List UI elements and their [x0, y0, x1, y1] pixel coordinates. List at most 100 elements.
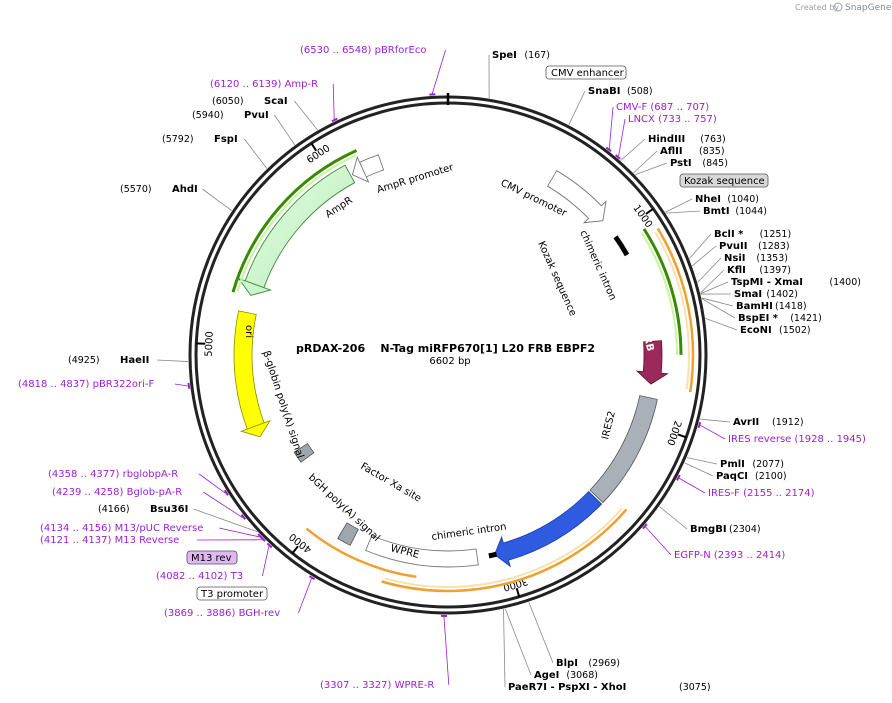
orf-line-orange-right	[656, 227, 695, 393]
ori-arrow	[233, 310, 271, 438]
tick-label: 2000	[664, 419, 683, 447]
enzyme-leader	[202, 188, 232, 211]
primer-leader	[645, 526, 672, 556]
enzyme-name: FspI	[214, 134, 238, 145]
enzyme-leader	[274, 114, 296, 146]
enzyme-name: SmaI	[734, 289, 762, 300]
primer-leader	[443, 616, 450, 686]
m13-rev-box	[186, 550, 238, 565]
enzyme-name: TspMI - XmaI	[731, 277, 803, 288]
primer-label: EGFP-N (2393 .. 2414)	[674, 550, 785, 561]
primer-label: (3307 .. 3327) WPRE-R	[320, 680, 434, 691]
enzyme-name: BlpI	[556, 658, 578, 669]
chimeric-intron-bar-2	[488, 551, 498, 559]
enzyme-position: (2969)	[588, 658, 620, 669]
feature-label-ori: ori	[243, 325, 254, 338]
enzyme-leader	[659, 506, 688, 530]
primer-site-mark	[308, 575, 316, 581]
enzyme-leader	[692, 245, 717, 267]
cmv-enhancer-label: CMV enhancer	[551, 68, 625, 79]
primer-label: IRES reverse (1928 .. 1945)	[728, 434, 866, 445]
feature-label-frb: FRB	[640, 328, 655, 352]
enzyme-leader	[503, 609, 506, 688]
enzyme-name: PvuI	[244, 110, 269, 121]
enzyme-name: BamHI	[736, 301, 773, 312]
orf-line-green-glow	[640, 232, 678, 355]
enzyme-position: (508)	[627, 86, 653, 97]
primer-site-mark	[697, 421, 702, 429]
enzyme-leader	[689, 233, 712, 259]
enzyme-leader	[705, 318, 738, 331]
m13-rev-label: M13 rev	[191, 553, 232, 564]
enzyme-leader	[665, 198, 693, 213]
beta-globin-block	[293, 443, 315, 463]
feature-label-ires2: IRES2	[600, 410, 618, 441]
primer-label: (3869 .. 3886) BGH-rev	[164, 608, 280, 619]
enzyme-leader	[156, 359, 189, 362]
enzyme-name: PaqCI	[716, 471, 748, 482]
primer-label: (4134 .. 4156) M13/pUC Reverse	[40, 523, 203, 534]
orf-line-orange-left	[305, 527, 417, 578]
enzyme-position: (845)	[702, 158, 728, 169]
primer-site-mark	[605, 146, 612, 152]
feature-label-factor-xa: Factor Xa site	[359, 461, 423, 505]
ires2-block	[589, 395, 658, 504]
enzyme-name: AgeI	[534, 670, 559, 681]
enzyme-name: BclI *	[714, 229, 744, 240]
primer-label: (4082 .. 4102) T3	[156, 571, 243, 582]
orf-line-orange-bottom-glow	[384, 507, 623, 588]
enzyme-position: (167)	[524, 50, 550, 61]
enzyme-name: AvrII	[733, 417, 759, 428]
orf-line-green	[642, 228, 683, 355]
primer-site-mark	[223, 489, 229, 496]
enzyme-name: HaeII	[120, 355, 149, 366]
enzyme-name: HindIII	[648, 134, 685, 145]
enzyme-name: NsiI	[724, 253, 745, 264]
kozak-sequence-box-label: Kozak sequence	[684, 176, 765, 187]
tick-mark	[677, 433, 687, 439]
ampr-orf-line-glow	[236, 154, 357, 292]
enzyme-leader	[697, 257, 722, 283]
primer-leader	[332, 83, 335, 120]
enzyme-position: (835)	[699, 146, 725, 157]
enzyme-labels: SpeI(167)SnaBI(508)HindIII(763)AflII(835…	[68, 50, 861, 693]
primer-label: (4818 .. 4837) pBR322ori-F	[18, 379, 154, 390]
snapgene-logo-text: SnapGene	[845, 3, 892, 13]
enzyme-position: (1912)	[772, 417, 804, 428]
primer-label: IRES-F (2155 .. 2174)	[708, 488, 815, 499]
primer-leader	[608, 106, 614, 149]
enzyme-position: (2100)	[755, 471, 787, 482]
enzyme-position: (2077)	[752, 459, 784, 470]
primer-label: (4239 .. 4258) Bglob-pA-R	[52, 487, 182, 498]
primer-leader	[262, 546, 270, 577]
primer-leader	[618, 118, 626, 157]
primer-site-mark	[331, 117, 338, 123]
plasmid-name: pRDAX-206 N-Tag miRFP670[1] L20 FRB EBPF…	[296, 342, 595, 355]
enzyme-position: (5570)	[120, 184, 152, 195]
enzyme-leader	[686, 457, 718, 465]
primer-label: CMV-F (687 .. 707)	[616, 102, 709, 113]
ampr-arrow	[237, 164, 356, 296]
label-leaders	[156, 49, 738, 688]
primer-leader	[700, 424, 726, 440]
enzyme-position: (1418)	[775, 301, 807, 312]
orf-line-orange-bottom	[381, 508, 628, 593]
enzyme-name: BmtI	[703, 206, 730, 217]
enzyme-name: PvuII	[719, 241, 747, 252]
primer-leader	[174, 383, 188, 387]
enzyme-leader	[701, 298, 736, 319]
primer-label: (4121 .. 4137) M13 Reverse	[40, 535, 179, 546]
ebpf2-arrow	[494, 490, 603, 568]
tick-mark	[291, 545, 299, 554]
orf-line-orange-right-glow	[654, 231, 690, 390]
tick-label: 5000	[204, 331, 216, 357]
enzyme-name: SnaBI	[588, 86, 620, 97]
enzyme-leader	[193, 508, 258, 533]
primer-site-mark	[187, 382, 191, 389]
enzyme-name: PmlI	[720, 459, 745, 470]
enzyme-position: (1400)	[829, 277, 861, 288]
ampr-orf-line	[231, 149, 358, 293]
enzyme-position: (2304)	[729, 524, 761, 535]
enzyme-position: (4925)	[68, 355, 100, 366]
